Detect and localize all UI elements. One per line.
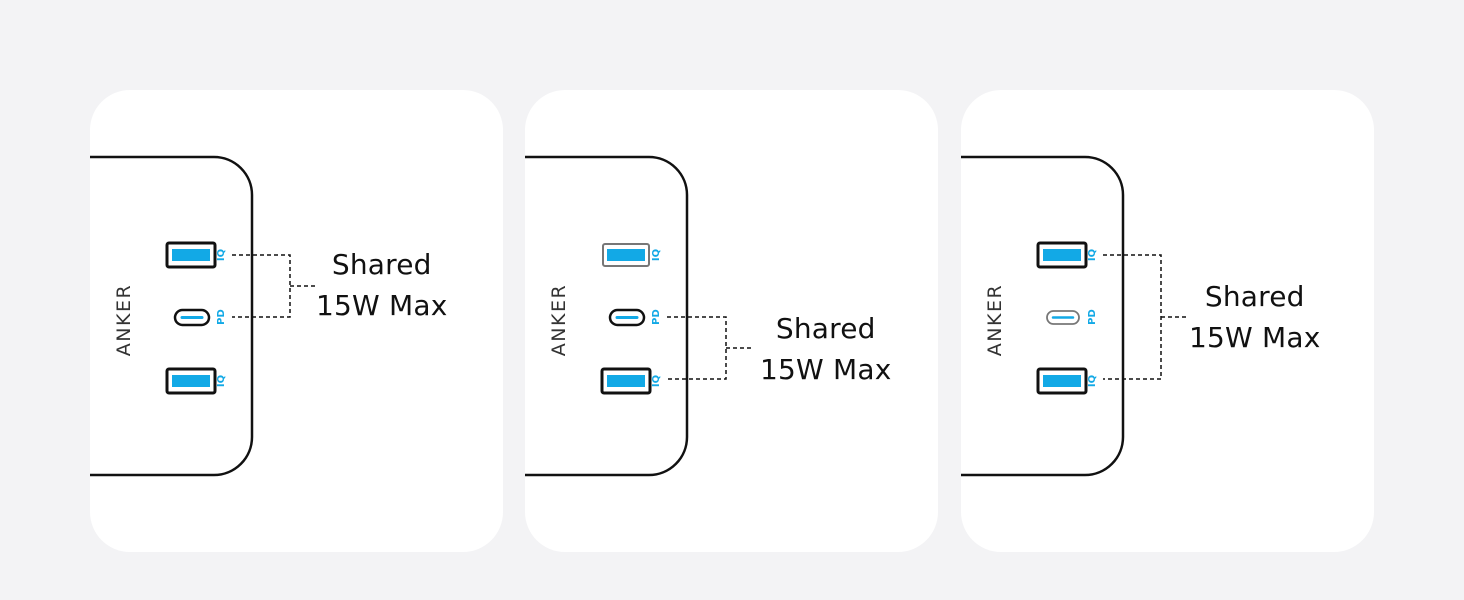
shared-label: Shared 15W Max: [1189, 276, 1321, 358]
usb-c-port: [608, 308, 646, 327]
charger-body: [961, 155, 1125, 477]
bracket-connector: [667, 316, 752, 380]
usb-a-label-bottom: IQ: [1087, 375, 1098, 387]
charger-diagram-3: ANKER IQ PD IQ: [961, 155, 1187, 477]
usb-c-label: PD: [1087, 309, 1098, 325]
usb-a-label-bottom: IQ: [216, 375, 227, 387]
usb-a-port-top: [165, 241, 217, 269]
usb-a-label-top: IQ: [216, 249, 227, 261]
bracket-connector: [232, 254, 316, 318]
shared-label-line2: 15W Max: [1189, 321, 1321, 354]
charger-body: [90, 155, 254, 477]
charger-diagram-1: ANKER IQ PD IQ: [90, 155, 316, 477]
brand-logo: ANKER: [113, 284, 135, 356]
usb-a-port-top: [1036, 241, 1088, 269]
usb-c-label: PD: [216, 309, 227, 325]
usb-a-port-top: [602, 243, 650, 267]
shared-label-line1: Shared: [331, 248, 432, 281]
panel-3: ANKER IQ PD IQ Shared 15W Max: [961, 90, 1374, 552]
shared-label-line2: 15W Max: [760, 353, 892, 386]
shared-label: Shared 15W Max: [316, 244, 448, 326]
usb-a-port-bottom: [1036, 367, 1088, 395]
panel-2: ANKER IQ PD IQ Shared 15W Max: [525, 90, 938, 552]
shared-label: Shared 15W Max: [760, 308, 892, 390]
usb-a-label-top: IQ: [1087, 249, 1098, 261]
brand-logo: ANKER: [548, 284, 570, 356]
usb-a-label-bottom: IQ: [651, 375, 662, 387]
usb-a-port-bottom: [165, 367, 217, 395]
usb-c-port: [173, 308, 211, 327]
usb-c-port: [1046, 310, 1080, 325]
usb-c-label: PD: [651, 309, 662, 325]
brand-logo: ANKER: [984, 284, 1006, 356]
charger-diagram-2: ANKER IQ PD IQ: [525, 155, 752, 477]
panel-1: ANKER IQ PD IQ Shared 15W Max: [90, 90, 503, 552]
shared-label-line1: Shared: [1204, 280, 1305, 313]
shared-label-line2: 15W Max: [316, 289, 448, 322]
shared-label-line1: Shared: [775, 312, 876, 345]
usb-a-label-top: IQ: [651, 249, 662, 261]
charger-body: [525, 155, 689, 477]
bracket-connector: [1103, 254, 1187, 380]
usb-a-port-bottom: [600, 367, 652, 395]
